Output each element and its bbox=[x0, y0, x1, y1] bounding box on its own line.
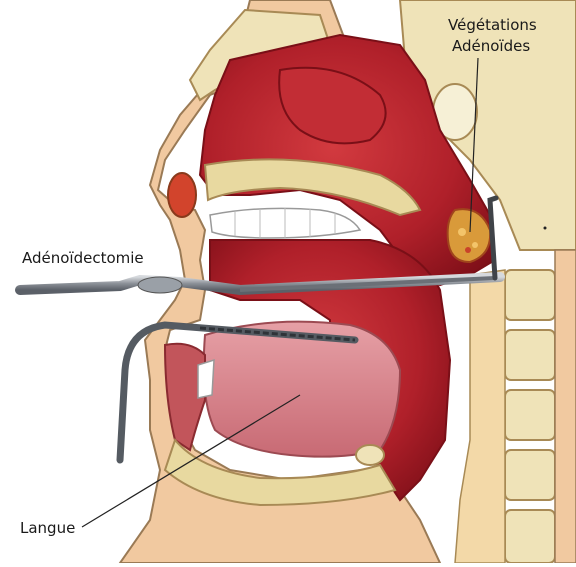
spinal-soft-tissue bbox=[455, 270, 505, 563]
label-adenoidectomie: Adénoïdectomie bbox=[22, 249, 144, 268]
tongue bbox=[204, 322, 400, 457]
vertebrae bbox=[505, 270, 555, 563]
nostril bbox=[168, 173, 196, 217]
label-langue: Langue bbox=[20, 519, 75, 538]
curette-tip bbox=[490, 198, 496, 278]
lower-tooth bbox=[198, 360, 214, 398]
label-vegetations-line1: Végétations bbox=[448, 16, 537, 35]
label-vegetations-line2: Adénoïdes bbox=[452, 37, 530, 56]
hyoid-bone bbox=[356, 445, 384, 465]
back-neck-skin bbox=[555, 250, 576, 563]
